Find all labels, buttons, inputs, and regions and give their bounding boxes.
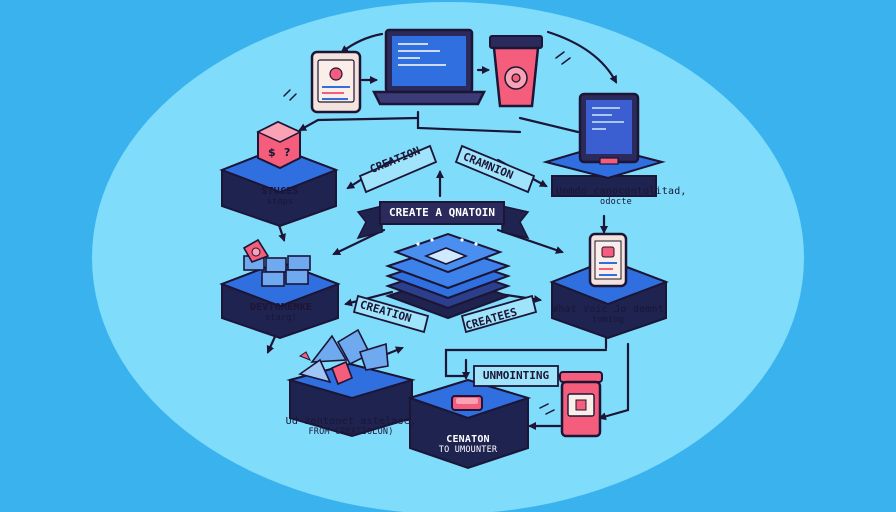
devtomemke-title: DEVTOMEMKE	[249, 302, 313, 313]
arrow-down-from-laptop	[298, 116, 420, 132]
button-icon	[451, 395, 483, 411]
laptop-icon	[371, 28, 487, 106]
unmodo-subtitle: odocte	[600, 197, 632, 207]
ribbon-creation-mid	[352, 294, 430, 334]
svg-text:?: ?	[284, 146, 290, 159]
banner-create-text: CREATE A QNATOIN	[389, 206, 495, 219]
ribbon-cramnion	[454, 144, 536, 194]
unmodo-title: Unmdo canocontolitad,	[556, 186, 687, 197]
stuces-platform	[219, 146, 339, 228]
unmodo-label: Unmdo canocontolitad, odocte	[556, 186, 687, 207]
sparkle-marks	[283, 51, 571, 415]
devtomemke-subtitle: starg)	[265, 313, 297, 323]
ud-zentonet-label: Ud zentonet astelase, FROM CREATIOLON)	[284, 416, 418, 437]
what-voic-label: What Voic Jo domnt toming	[552, 304, 664, 325]
arrow-center-to-dev	[344, 290, 394, 307]
arrow-loop-unmount	[444, 348, 608, 378]
arrow-what-right	[598, 342, 630, 421]
cenaton-title: CENATON	[446, 434, 490, 445]
ribbon-createes	[460, 294, 538, 334]
phone-icon	[310, 50, 362, 114]
ud-zentonet-title: Ud zentonet astelase,	[285, 416, 417, 427]
arrow-cup-to-tablet	[546, 30, 618, 84]
tablet-icon	[578, 92, 640, 165]
cenaton-label: CENATON TO UMOUNTER	[420, 434, 516, 455]
cenaton-subtitle: TO UMOUNTER	[438, 445, 498, 455]
ribbon-unmointing	[473, 365, 559, 387]
phone-icon-right	[588, 232, 628, 288]
arrow-tablet-branch	[518, 116, 580, 134]
layer-stack-icon	[384, 232, 512, 320]
broken-pieces-icon	[298, 328, 389, 386]
ribbon-creation-top	[358, 144, 438, 194]
what-voic-subtitle: toming	[592, 315, 624, 325]
ud-zentonet-subtitle: FROM CREATIOLON)	[308, 427, 394, 437]
ribbon-unmointing-text: UNMOINTING	[482, 369, 550, 382]
cube-icon: $ ?	[256, 120, 302, 170]
devtomemke-label: DEVTOMEMKE starg)	[228, 302, 334, 323]
coffee-cup-icon	[489, 35, 543, 108]
what-voic-title: What Voic Jo domnt	[552, 304, 664, 315]
svg-text:$: $	[268, 146, 276, 159]
blocks-icon	[242, 238, 311, 287]
jar-icon	[559, 371, 603, 438]
stuces-subtitle: stops	[266, 197, 294, 207]
banner-create	[356, 201, 530, 240]
stuces-title: STUCES	[261, 186, 299, 197]
stuces-label: STUCES stops	[234, 186, 326, 207]
arrow-laptop-to-phone	[340, 32, 384, 54]
